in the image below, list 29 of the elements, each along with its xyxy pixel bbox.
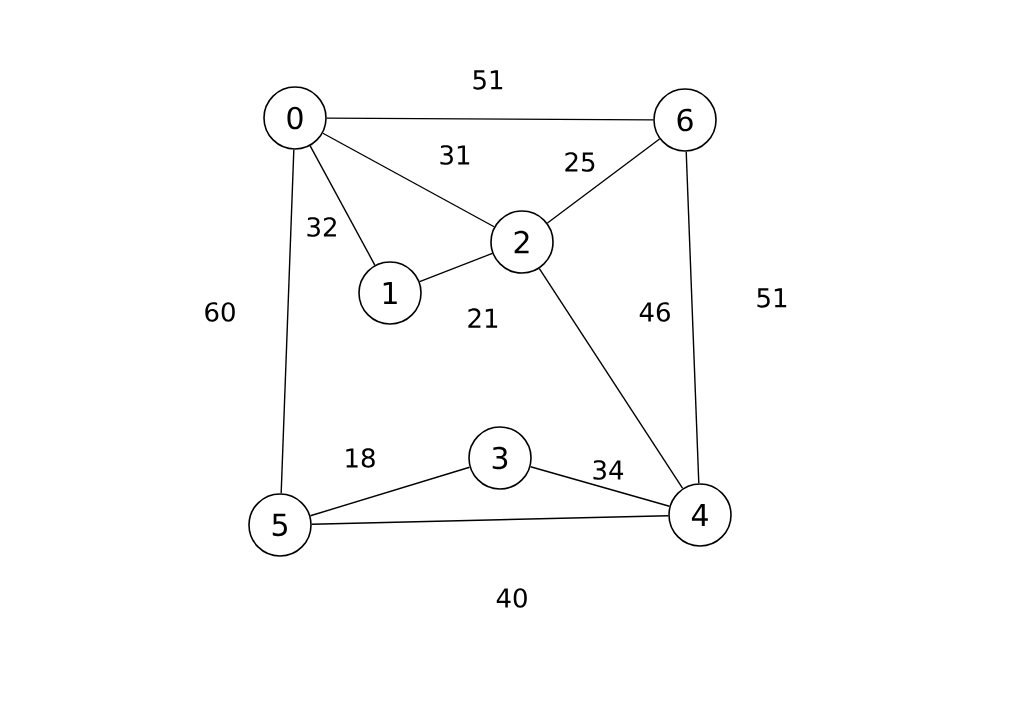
edge-line xyxy=(309,466,471,517)
edge-label: 60 xyxy=(202,301,238,323)
edge-line xyxy=(311,515,669,525)
edge-label: 32 xyxy=(304,216,340,238)
edge-label: 46 xyxy=(637,301,673,323)
graph-node: 2 xyxy=(490,210,554,274)
edge-label: 18 xyxy=(342,447,378,469)
edge-label: 34 xyxy=(590,459,626,481)
edge-line xyxy=(326,117,654,121)
graph-node: 6 xyxy=(653,88,717,152)
edge-line xyxy=(322,132,495,228)
edge-label: 51 xyxy=(470,69,506,91)
edge-label: 51 xyxy=(754,287,790,309)
edge-label: 21 xyxy=(465,307,501,329)
graph-node: 0 xyxy=(263,86,327,150)
graph-node: 1 xyxy=(358,261,422,325)
edge-label: 25 xyxy=(562,151,598,173)
graph-node: 5 xyxy=(248,493,312,557)
edge-line xyxy=(685,151,700,484)
graph-node: 4 xyxy=(668,483,732,547)
edge-line xyxy=(538,267,684,490)
edge-line xyxy=(280,149,295,494)
edge-label: 31 xyxy=(437,144,473,166)
edge-line xyxy=(546,138,661,224)
edge-line xyxy=(309,145,376,266)
edge-line xyxy=(529,466,671,507)
graph-node: 3 xyxy=(468,426,532,490)
edge-line xyxy=(418,252,494,283)
edge-label: 40 xyxy=(494,587,530,609)
